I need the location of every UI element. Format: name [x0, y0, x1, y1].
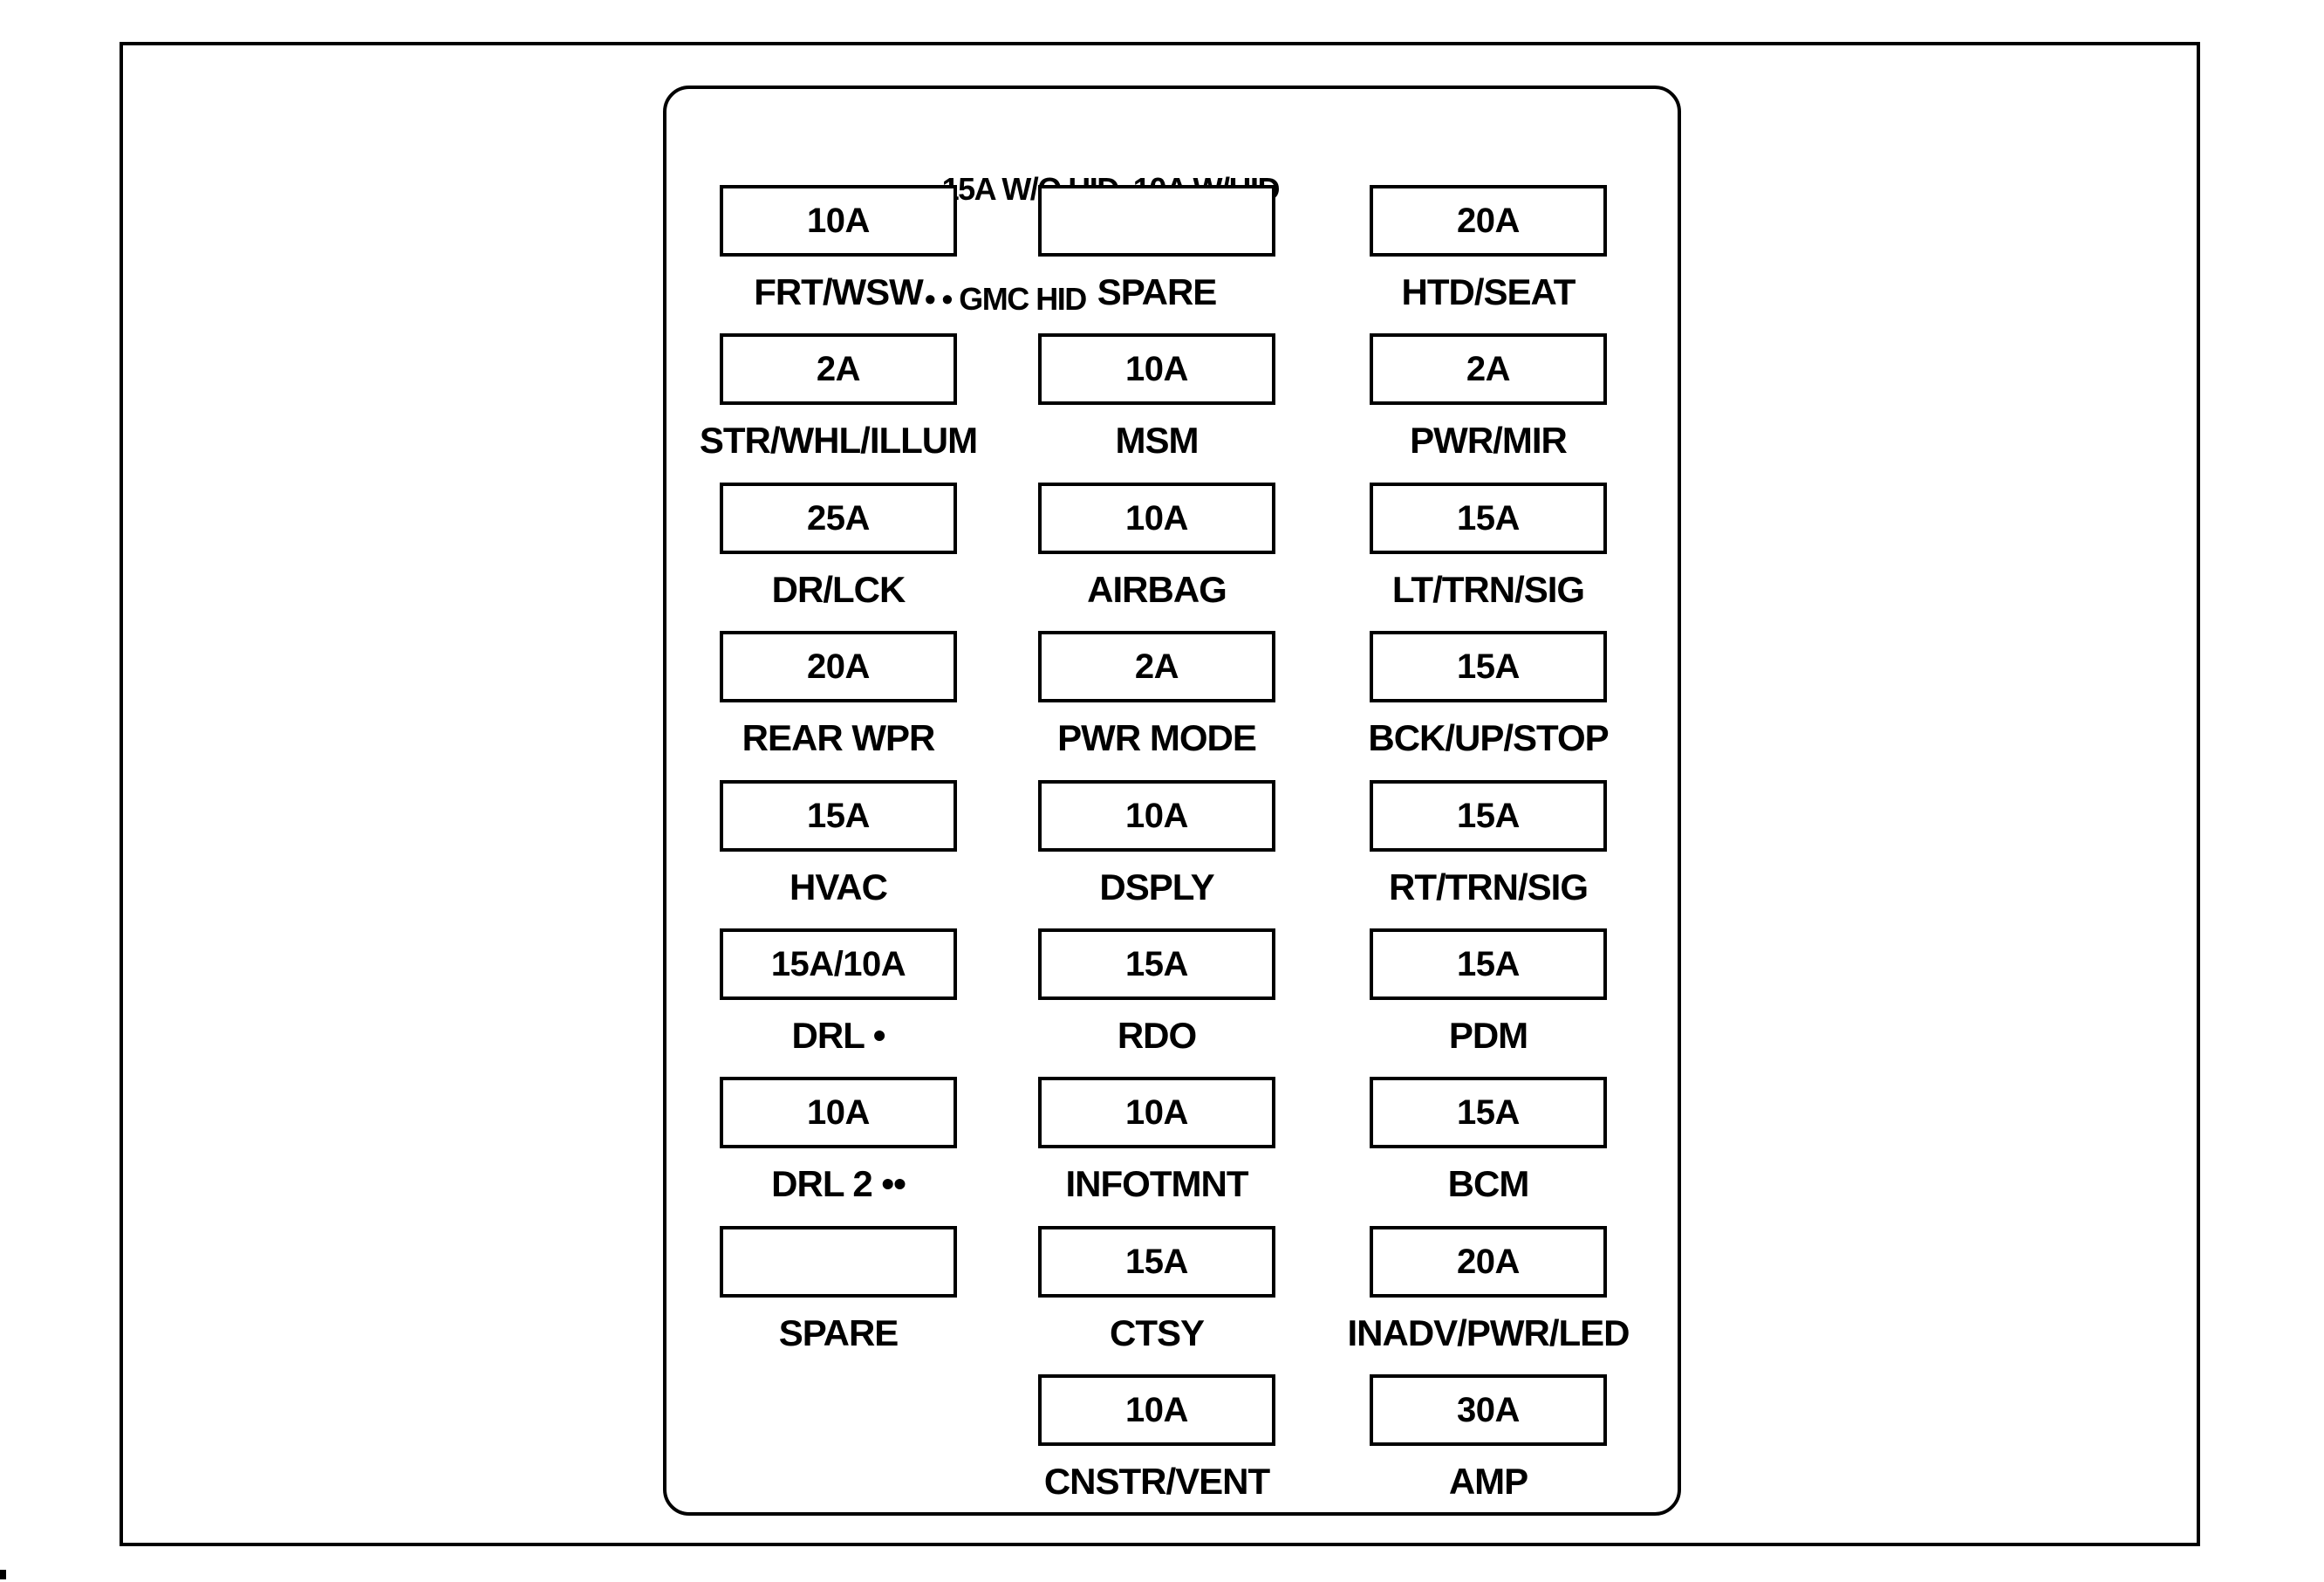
fuse-box: 10A — [1038, 333, 1275, 405]
fuse-name-label: AIRBAG — [1087, 569, 1227, 610]
fuse-name-label: DRL • — [791, 1015, 886, 1056]
fuse-amp-value: 10A — [1125, 349, 1188, 388]
fuse-amp-value: 20A — [1457, 1242, 1520, 1281]
fuse-amp-value: 25A — [807, 498, 870, 538]
fuse-name-label: FRT/WSW — [754, 271, 924, 312]
fuse-box: 15A/10A — [720, 928, 957, 1000]
fuse-amp-value: 10A — [1125, 498, 1188, 538]
fuse-amp-value: 30A — [1457, 1390, 1520, 1429]
fuse-name-label: REAR WPR — [742, 717, 936, 758]
fuse-box: 10A — [720, 185, 957, 257]
fuse-box — [1038, 185, 1275, 257]
scan-artifact-dot — [0, 1570, 6, 1579]
fuse-box: 15A — [1370, 928, 1607, 1000]
fuse-box: 15A — [1038, 1226, 1275, 1298]
fuse-amp-value: 15A — [1125, 944, 1188, 983]
fuse-amp-value: 10A — [1125, 796, 1188, 835]
fuse-amp-value: 20A — [1457, 201, 1520, 240]
fuse-name-label: RDO — [1117, 1015, 1197, 1056]
fuse-box: 10A — [1038, 780, 1275, 852]
fuse-name-label: AMP — [1448, 1461, 1528, 1502]
fuse-box: 2A — [1370, 333, 1607, 405]
fuse-name-label: HTD/SEAT — [1401, 271, 1576, 312]
fuse-amp-value: 15A — [1125, 1242, 1188, 1281]
fuse-name-label: BCK/UP/STOP — [1368, 717, 1609, 758]
fuse-box: 20A — [1370, 185, 1607, 257]
fuse-name-label: PDM — [1448, 1015, 1528, 1056]
fuse-amp-value: 2A — [816, 349, 861, 388]
fuse-box: 15A — [1370, 631, 1607, 702]
fuse-amp-value: 15A/10A — [770, 944, 906, 983]
fuse-name-label: MSM — [1115, 420, 1200, 461]
fuse-box: 15A — [1370, 1077, 1607, 1148]
fuse-box: 15A — [1370, 483, 1607, 554]
fuse-amp-value: 2A — [1134, 647, 1179, 686]
fuse-box: 20A — [1370, 1226, 1607, 1298]
fuse-name-label: STR/WHL/ILLUM — [699, 420, 978, 461]
fuse-panel: • 15A W/O HID, 10A W/HID • • GMC HID 10A… — [663, 86, 1681, 1516]
fuse-name-label: DSPLY — [1099, 866, 1214, 907]
fuse-box: 10A — [1038, 1077, 1275, 1148]
fuse-box: 15A — [720, 780, 957, 852]
fuse-name-label: HVAC — [789, 866, 888, 907]
fuse-box: 15A — [1038, 928, 1275, 1000]
fuse-name-label: PWR/MIR — [1410, 420, 1568, 461]
fuse-name-label: RT/TRN/SIG — [1389, 866, 1589, 907]
fuse-amp-value: 10A — [1125, 1092, 1188, 1132]
fuse-box: 30A — [1370, 1374, 1607, 1446]
fuse-box: 2A — [1038, 631, 1275, 702]
fuse-box: 2A — [720, 333, 957, 405]
fuse-box: 20A — [720, 631, 957, 702]
fuse-box: 10A — [1038, 1374, 1275, 1446]
fuse-amp-value: 10A — [807, 1092, 870, 1132]
fuse-name-label: DR/LCK — [771, 569, 906, 610]
fuse-name-label: INADV/PWR/LED — [1347, 1312, 1630, 1353]
fuse-name-label: LT/TRN/SIG — [1391, 569, 1585, 610]
fuse-amp-value: 15A — [1457, 944, 1520, 983]
fuse-name-label: SPARE — [778, 1312, 899, 1353]
fuse-name-label: PWR MODE — [1057, 717, 1257, 758]
legend-line-double-dot: • • GMC HID — [925, 281, 1087, 317]
fuse-name-label: SPARE — [1097, 271, 1218, 312]
fuse-box: 25A — [720, 483, 957, 554]
fuse-box: 10A — [720, 1077, 957, 1148]
fuse-amp-value: 15A — [1457, 498, 1520, 538]
fuse-amp-value: 15A — [1457, 1092, 1520, 1132]
fuse-amp-value: 10A — [807, 201, 870, 240]
fuse-amp-value: 10A — [1125, 1390, 1188, 1429]
fuse-box: 15A — [1370, 780, 1607, 852]
fuse-amp-value: 20A — [807, 647, 870, 686]
fuse-amp-value: 15A — [1457, 796, 1520, 835]
fuse-box: 10A — [1038, 483, 1275, 554]
fuse-box — [720, 1226, 957, 1298]
fuse-name-label: DRL 2 •• — [771, 1163, 906, 1204]
fuse-amp-value: 15A — [1457, 647, 1520, 686]
fuse-name-label: CNSTR/VENT — [1043, 1461, 1270, 1502]
fuse-name-label: INFOTMNT — [1065, 1163, 1249, 1204]
fuse-amp-value: 2A — [1466, 349, 1511, 388]
fuse-amp-value: 15A — [807, 796, 870, 835]
fuse-name-label: BCM — [1447, 1163, 1530, 1204]
fuse-name-label: CTSY — [1109, 1312, 1205, 1353]
